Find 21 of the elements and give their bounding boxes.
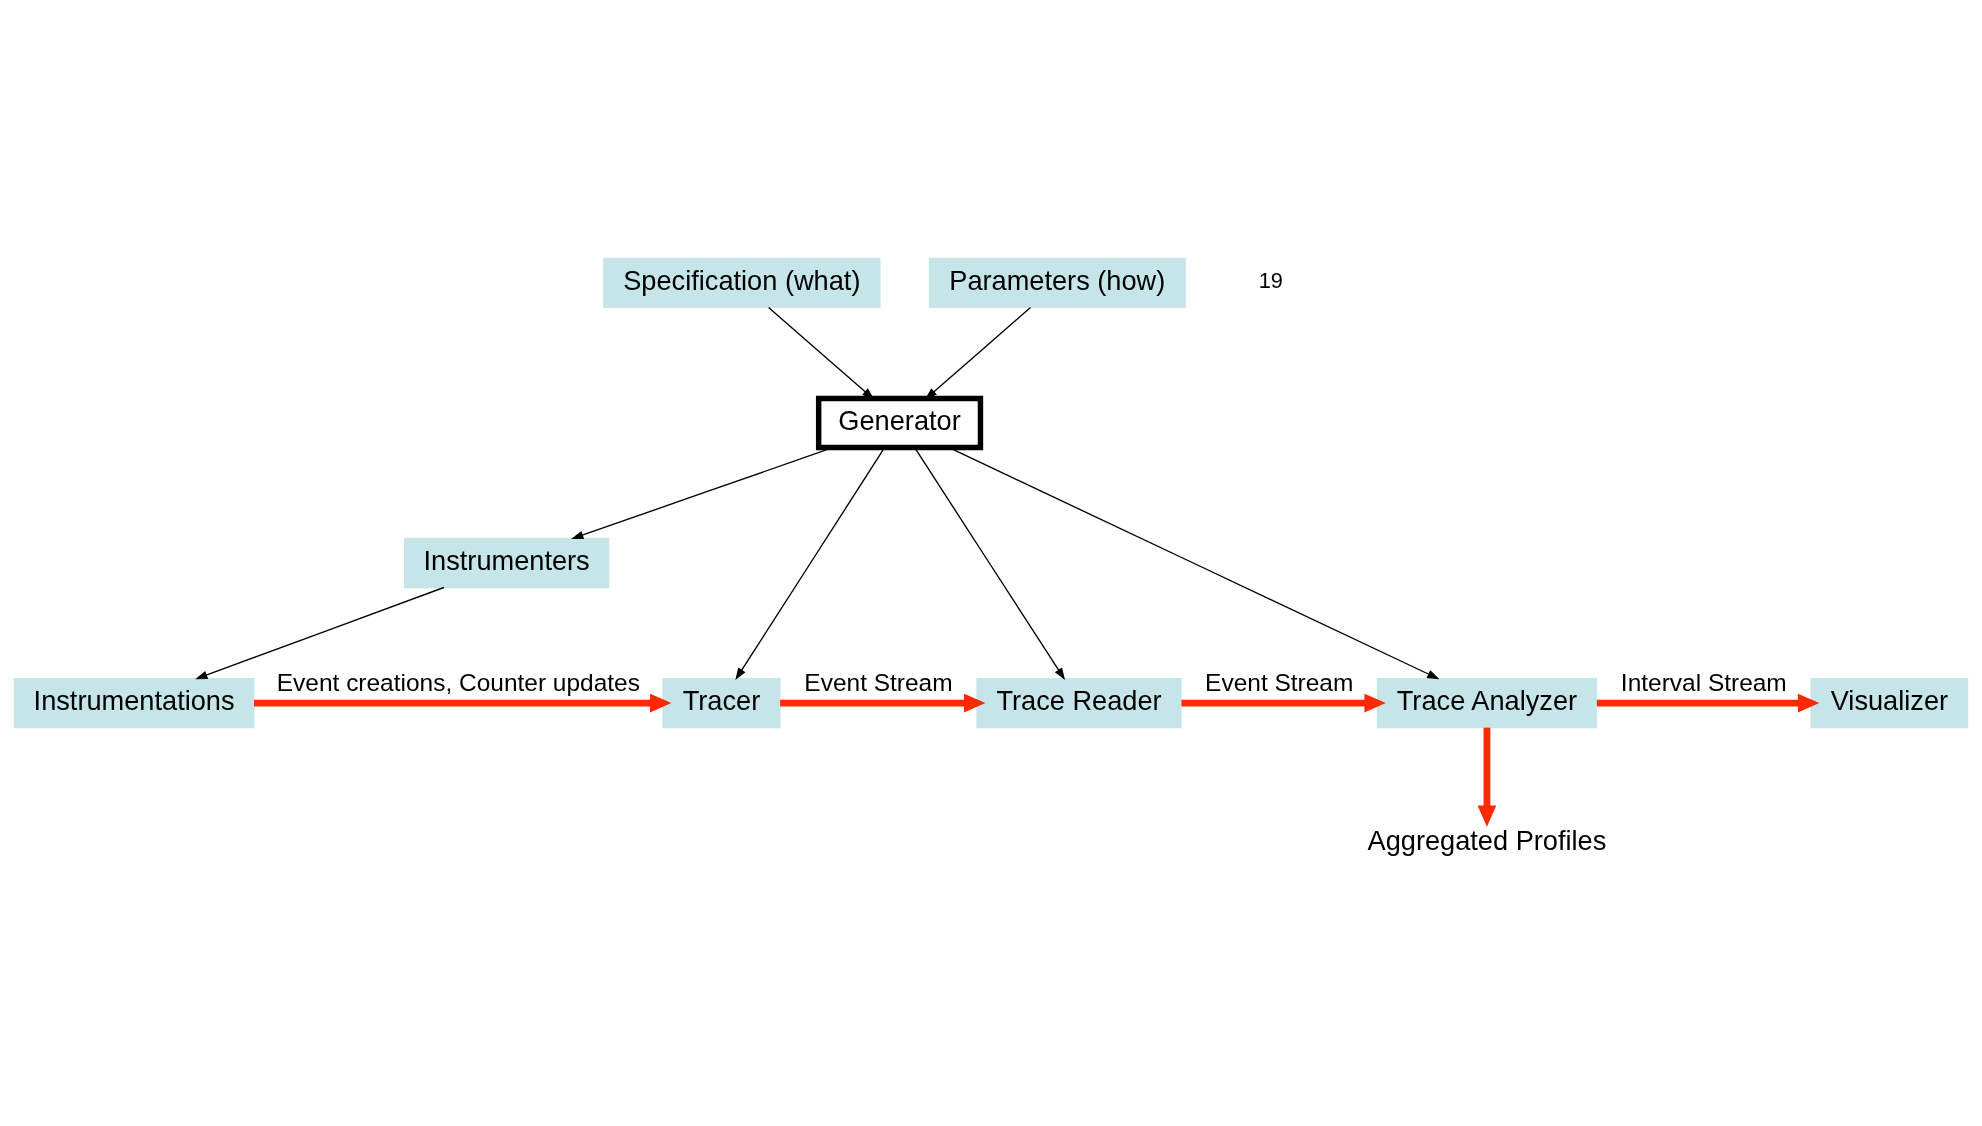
node-box: Parameters (how) (928, 257, 1186, 309)
node-text: Aggregated Profiles (1367, 824, 1607, 856)
edge-label: Event Stream (804, 669, 953, 697)
arrow (1477, 727, 1497, 827)
node-box: Trace Analyzer (1376, 677, 1598, 729)
edge-label: Interval Stream (1620, 669, 1787, 697)
label: 19 (1258, 268, 1283, 294)
arrow (254, 693, 672, 713)
edge-label: Event Stream (1205, 669, 1354, 697)
node-box: Specification (what) (603, 257, 881, 309)
node-box: Generator (815, 395, 984, 451)
arrow (1181, 693, 1386, 713)
node-box: Visualizer (1810, 677, 1969, 729)
edge-label: Event creations, Counter updates (276, 669, 640, 697)
arrow (195, 586, 445, 680)
arrow (780, 693, 986, 713)
node-box: Instrumentations (13, 677, 255, 729)
arrow (1596, 693, 1820, 713)
node-box: Trace Reader (976, 677, 1182, 729)
node-box: Instrumenters (403, 537, 610, 589)
node-box: Tracer (662, 677, 781, 729)
